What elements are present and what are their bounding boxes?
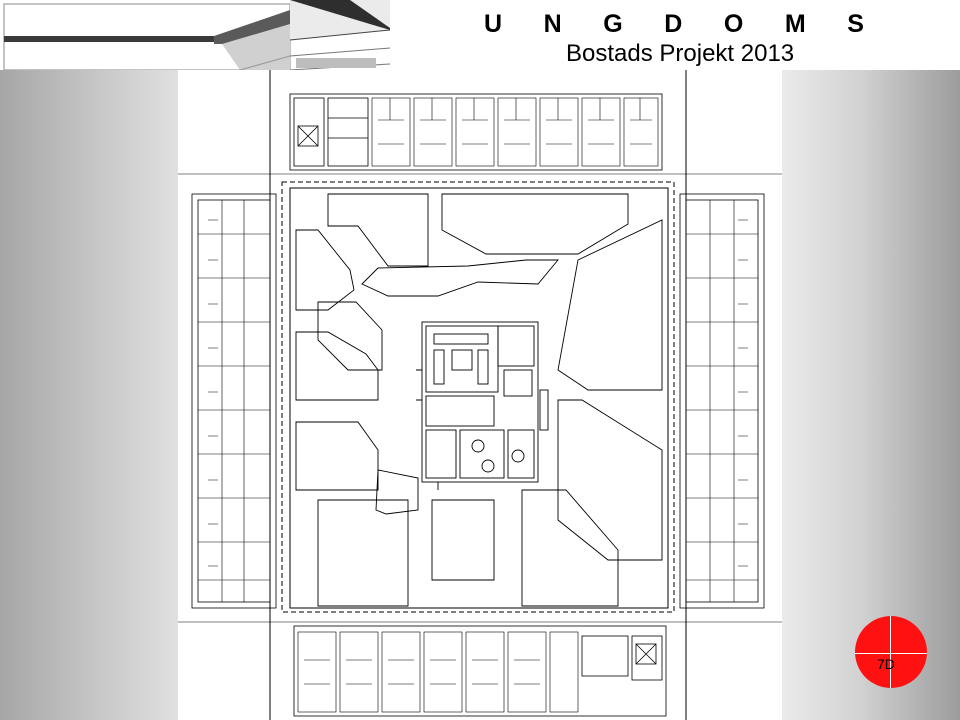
- bottom-building: [293, 625, 667, 717]
- right-building: [679, 193, 765, 609]
- badge-crosshair-vertical: [890, 616, 891, 688]
- right-units: [686, 200, 758, 602]
- badge-crosshair-horizontal: [855, 653, 927, 654]
- left-building: [191, 193, 277, 609]
- title-letter: S: [847, 10, 864, 38]
- title-letter: U: [484, 10, 503, 38]
- project-subtitle: Bostads Projekt 2013: [566, 40, 795, 67]
- left-units: [198, 200, 270, 602]
- building-perspective-image: [0, 0, 400, 74]
- header: U N G D O M S Bostads Projekt 2013: [0, 0, 960, 74]
- top-building: [289, 93, 663, 171]
- top-units: [371, 97, 659, 167]
- title-letter: N: [543, 10, 562, 38]
- title-letter: O: [723, 10, 744, 38]
- page-number-label: 7D: [877, 656, 895, 672]
- project-title: U N G D O M S: [484, 10, 864, 39]
- title-letter: D: [664, 10, 683, 38]
- title-letter: G: [603, 10, 623, 38]
- courtyard-paths: [295, 193, 663, 607]
- floor-plan-drawing: [178, 70, 782, 720]
- right-gradient-panel: [778, 70, 960, 720]
- title-letter: M: [784, 10, 806, 38]
- bottom-units: [297, 631, 579, 713]
- left-gradient-panel: [0, 70, 184, 720]
- page-number-badge: 7D: [855, 616, 927, 688]
- floor-plan: [178, 70, 782, 720]
- central-pavilion: [416, 321, 549, 490]
